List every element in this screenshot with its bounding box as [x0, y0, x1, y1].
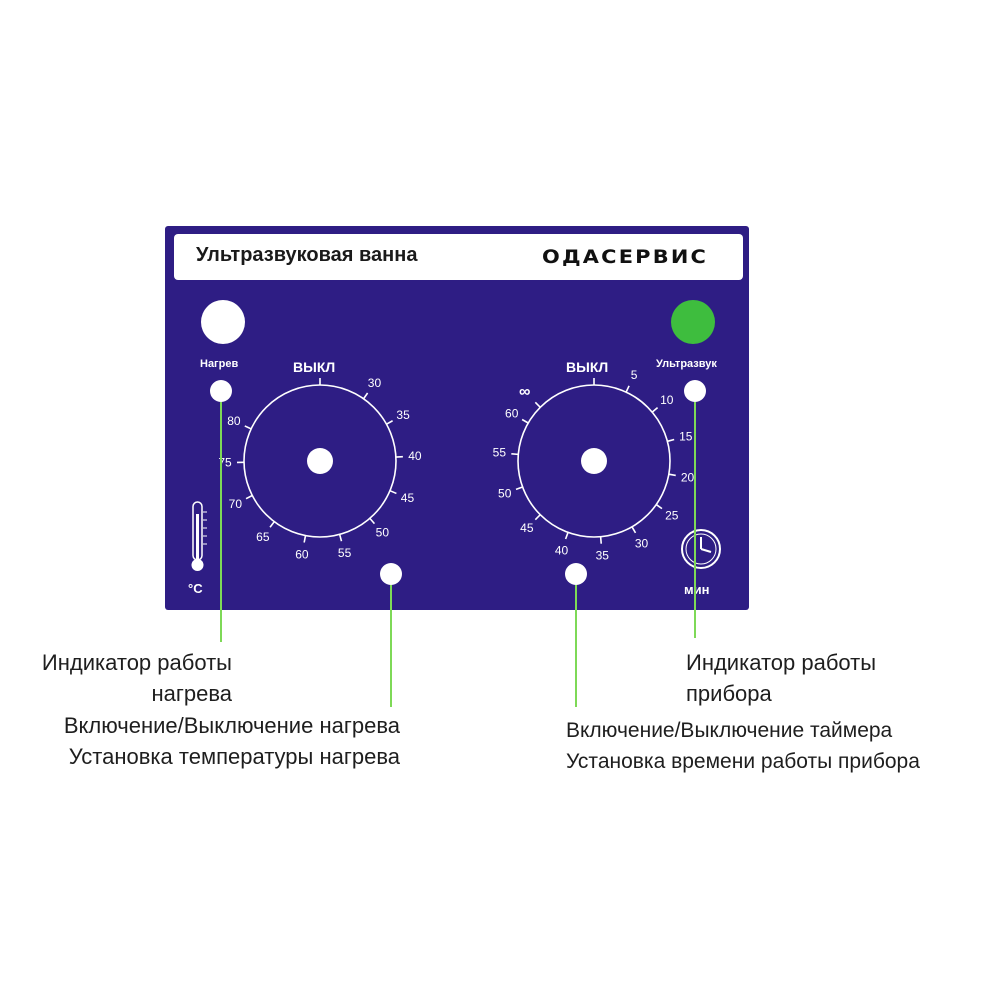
- callout-line: Установка температуры нагрева: [68, 744, 400, 769]
- heat-control-callout: Включение/Выключение нагрева Установка т…: [0, 710, 400, 772]
- callout-line: нагрева: [151, 681, 232, 706]
- device-indicator-callout-line: [694, 402, 696, 638]
- ultrasound-lamp: [671, 300, 715, 344]
- heat-indicator-callout: Индикатор работы нагрева: [0, 647, 232, 709]
- ultrasound-label: Ультразвук: [656, 358, 717, 370]
- callout-line: прибора: [686, 681, 772, 706]
- timer-off-label: ВЫКЛ: [566, 359, 609, 375]
- callout-line: Включение/Выключение таймера: [566, 719, 893, 742]
- callout-line: Индикатор работы: [41, 650, 232, 675]
- title-bar: [174, 234, 743, 280]
- callout-line: Включение/Выключение нагрева: [63, 713, 400, 738]
- timer-control-callout: Включение/Выключение таймера Установка в…: [566, 715, 920, 777]
- heat-switch-callout-line: [390, 585, 392, 707]
- heat-indicator-led: [210, 380, 232, 402]
- control-panel: [165, 226, 749, 610]
- panel-title: Ультразвуковая ванна: [196, 244, 418, 266]
- heat-indicator-callout-line: [220, 402, 222, 642]
- heating-label: Нагрев: [200, 358, 239, 370]
- heat-lamp: [201, 300, 245, 344]
- timer-switch-callout-line: [575, 585, 577, 707]
- brand-logo: ОДАСЕРВИС: [542, 246, 709, 268]
- timer-switch-knob[interactable]: [565, 563, 587, 585]
- device-indicator-led: [684, 380, 706, 402]
- device-indicator-callout: Индикатор работы прибора: [686, 647, 876, 709]
- heat-switch-knob[interactable]: [380, 563, 402, 585]
- callout-line: Индикатор работы: [686, 650, 877, 675]
- callout-line: Установка времени работы прибора: [566, 750, 920, 773]
- heating-off-label: ВЫКЛ: [293, 359, 336, 375]
